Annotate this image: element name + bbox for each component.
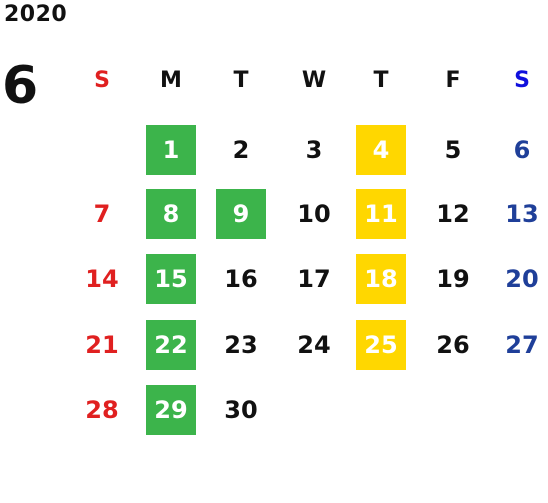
weekday-header-sunday: S: [94, 68, 110, 93]
day-cell-21[interactable]: 21: [85, 331, 119, 359]
day-cell-11[interactable]: 11: [356, 189, 406, 239]
day-cell-18[interactable]: 18: [356, 254, 406, 304]
day-cell-20[interactable]: 20: [505, 265, 539, 293]
day-cell-1[interactable]: 1: [146, 125, 196, 175]
day-cell-23[interactable]: 23: [224, 331, 258, 359]
month-label: 6: [2, 56, 39, 116]
day-cell-17[interactable]: 17: [297, 265, 331, 293]
day-cell-14[interactable]: 14: [85, 265, 119, 293]
day-cell-9[interactable]: 9: [216, 189, 266, 239]
weekday-header-wednesday: W: [301, 68, 327, 93]
day-cell-19[interactable]: 19: [436, 265, 470, 293]
weekday-header-monday: M: [160, 68, 182, 93]
day-cell-22[interactable]: 22: [146, 320, 196, 370]
day-cell-8[interactable]: 8: [146, 189, 196, 239]
day-cell-13[interactable]: 13: [505, 200, 539, 228]
day-cell-10[interactable]: 10: [297, 200, 331, 228]
day-cell-26[interactable]: 26: [436, 331, 470, 359]
day-cell-27[interactable]: 27: [505, 331, 539, 359]
day-cell-3[interactable]: 3: [305, 136, 323, 164]
day-cell-4[interactable]: 4: [356, 125, 406, 175]
day-cell-7[interactable]: 7: [93, 200, 111, 228]
day-cell-5[interactable]: 5: [444, 136, 462, 164]
day-cell-15[interactable]: 15: [146, 254, 196, 304]
weekday-header-thursday: T: [373, 68, 389, 93]
day-cell-16[interactable]: 16: [224, 265, 258, 293]
day-cell-30[interactable]: 30: [224, 396, 258, 424]
weekday-header-friday: F: [445, 68, 461, 93]
year-label: 2020: [4, 2, 68, 27]
day-cell-2[interactable]: 2: [232, 136, 250, 164]
day-cell-28[interactable]: 28: [85, 396, 119, 424]
day-cell-24[interactable]: 24: [297, 331, 331, 359]
day-cell-12[interactable]: 12: [436, 200, 470, 228]
weekday-header-tuesday: T: [233, 68, 249, 93]
weekday-header-saturday: S: [514, 68, 530, 93]
day-cell-6[interactable]: 6: [513, 136, 531, 164]
day-cell-29[interactable]: 29: [146, 385, 196, 435]
day-cell-25[interactable]: 25: [356, 320, 406, 370]
